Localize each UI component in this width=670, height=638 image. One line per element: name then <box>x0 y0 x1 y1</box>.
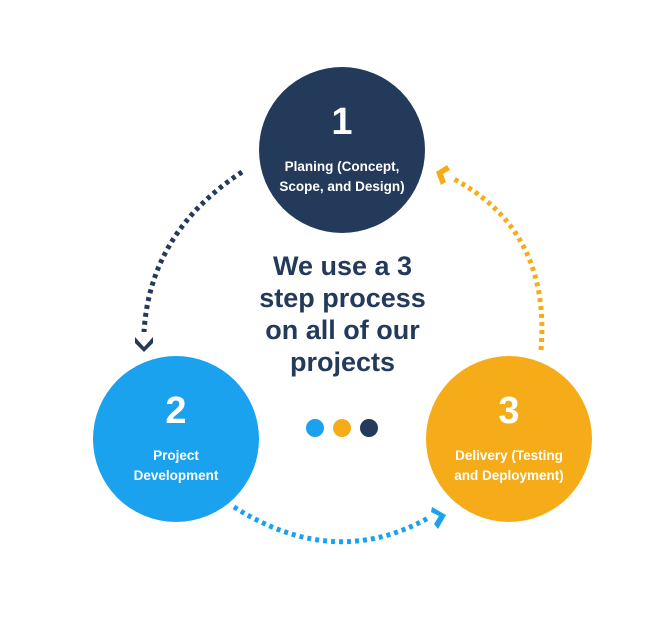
arrow-path-1-to-2 <box>141 169 244 333</box>
arrow-2-to-3 <box>232 504 446 545</box>
arrow-path-3-to-1 <box>450 175 545 351</box>
arrow-head-1-to-2 <box>135 337 153 352</box>
arrow-3-to-1 <box>436 165 545 351</box>
step-1-circle: 1 Planing (Concept, Scope, and Design) <box>259 67 425 233</box>
headline: We use a 3 step process on all of our pr… <box>259 251 426 377</box>
arrow-1-to-2 <box>135 169 244 352</box>
dot-yellow <box>333 419 351 437</box>
dot-blue <box>306 419 324 437</box>
step-2-label: Project Development <box>133 448 219 483</box>
arrow-head-3-to-1 <box>436 165 450 185</box>
step-2-number: 2 <box>165 390 187 432</box>
arrow-head-2-to-3 <box>431 507 446 529</box>
step-1-number: 1 <box>331 101 353 143</box>
dot-indicator <box>306 419 378 437</box>
step-1-label: Planing (Concept, Scope, and Design) <box>279 159 405 194</box>
step-3-label: Delivery (Testing and Deployment) <box>454 448 564 483</box>
arrow-path-2-to-3 <box>232 504 432 545</box>
step-2-circle: 2 Project Development <box>93 356 259 522</box>
dot-navy <box>360 419 378 437</box>
step-3-circle: 3 Delivery (Testing and Deployment) <box>426 356 592 522</box>
step-3-number: 3 <box>498 390 520 432</box>
